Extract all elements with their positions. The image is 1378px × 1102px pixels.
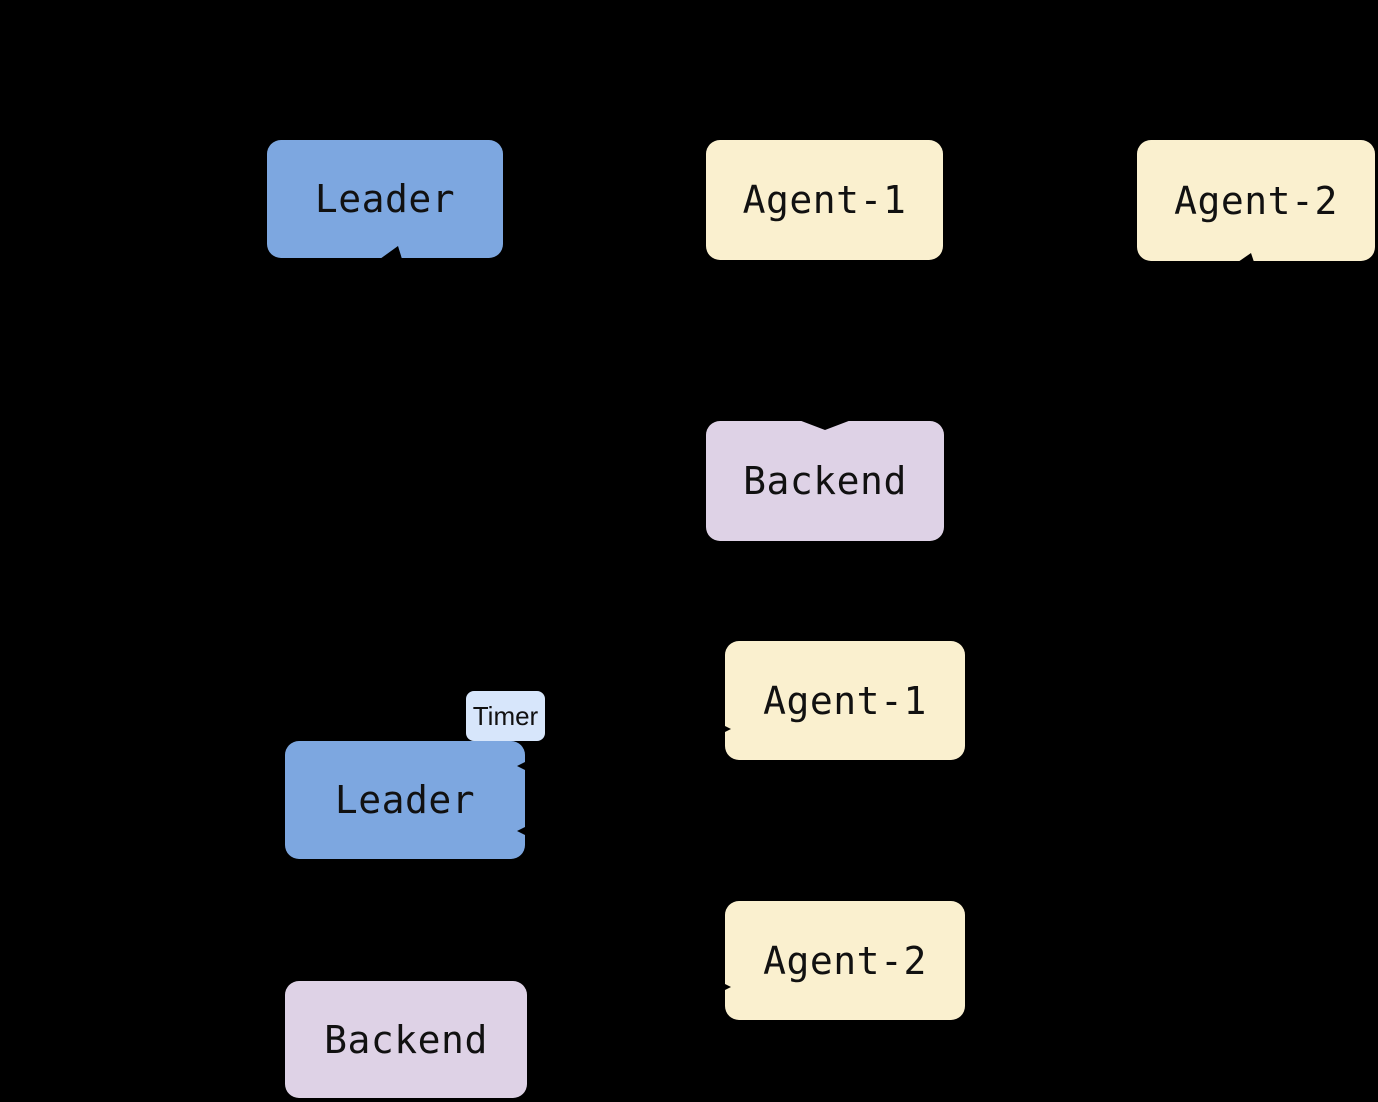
node-timer: Timer <box>466 691 545 741</box>
node-backend-top: Backend <box>706 421 944 541</box>
node-backend-bottom: Backend <box>285 981 527 1098</box>
node-leader-bottom: Leader <box>285 741 525 859</box>
node-agent-1-top: Agent-1 <box>706 140 943 260</box>
node-agent-1-bottom: Agent-1 <box>725 641 965 760</box>
node-agent-2-bottom: Agent-2 <box>725 901 965 1020</box>
node-leader-top: Leader <box>267 140 503 258</box>
node-agent-2-top: Agent-2 <box>1137 140 1375 261</box>
